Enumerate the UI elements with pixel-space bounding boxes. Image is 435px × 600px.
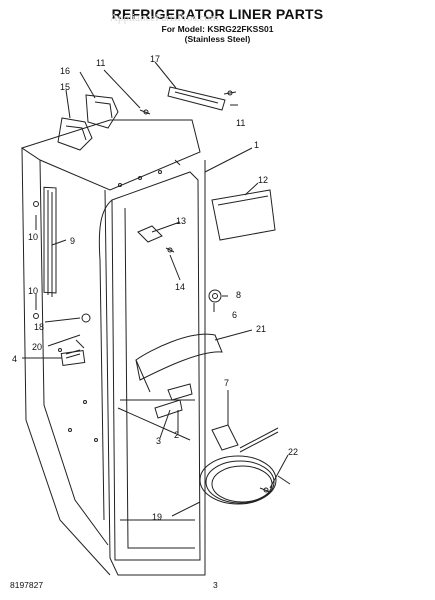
lamp-socket: [60, 349, 86, 367]
drain-tube: [239, 427, 279, 453]
callout-19: 19: [152, 512, 162, 522]
callout-21: 21: [256, 324, 266, 334]
screws: [33, 90, 271, 493]
coiled-tube: [199, 455, 291, 505]
small-brackets: [154, 383, 193, 419]
page-number: 3: [213, 580, 218, 590]
model-finish: (Stainless Steel): [184, 34, 251, 44]
clip: [137, 225, 163, 243]
callout-6: 6: [232, 310, 237, 320]
callout-11b: 11: [236, 118, 245, 128]
callout-11a: 11: [96, 58, 105, 68]
control-housing: [57, 94, 119, 151]
callout-14: 14: [175, 282, 185, 292]
callout-18: 18: [34, 322, 44, 332]
top-bracket: [167, 86, 226, 111]
refrigerator-liner: [20, 119, 206, 576]
callout-17: 17: [150, 54, 160, 64]
leader-lines: [22, 61, 289, 517]
callout-10b: 10: [28, 286, 38, 296]
callout-22: 22: [288, 447, 298, 457]
control-knob: [208, 289, 222, 303]
model-number: For Model: KSRG22FKSS01: [161, 24, 274, 34]
callout-labels: 16 11 17 15 11 1 12 10 9 13 14 8 10 6 18…: [12, 54, 298, 522]
rod: [211, 424, 239, 451]
callout-2: 2: [174, 430, 179, 440]
callout-10a: 10: [28, 232, 38, 242]
crisper-cover: [135, 333, 223, 393]
callout-20: 20: [32, 342, 42, 352]
callout-15: 15: [60, 82, 70, 92]
callout-3: 3: [156, 436, 161, 446]
side-bracket: [211, 189, 276, 241]
page-title: REFRIGERATOR LINER PARTS: [111, 6, 324, 22]
model-info: For Model: KSRG22FKSS01 (Stainless Steel…: [0, 24, 435, 44]
callout-7: 7: [224, 378, 229, 388]
document-number: 8197827: [10, 580, 44, 590]
watermark: AppliancePartsPros.com: [110, 12, 219, 24]
callout-1: 1: [254, 140, 259, 150]
callout-4: 4: [12, 354, 17, 364]
light-strip: [43, 186, 57, 297]
callout-8: 8: [236, 290, 241, 300]
callout-9: 9: [70, 236, 75, 246]
callout-16: 16: [60, 66, 70, 76]
callout-13: 13: [176, 216, 186, 226]
callout-12: 12: [258, 175, 268, 185]
